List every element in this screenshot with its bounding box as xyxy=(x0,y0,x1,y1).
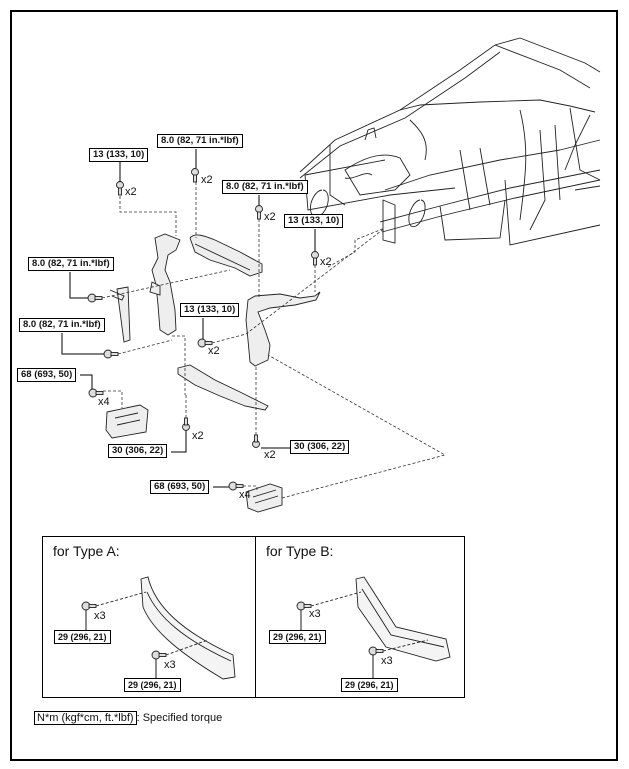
torque-label: 8.0 (82, 71 in.*lbf) xyxy=(19,318,105,332)
torque-label: 30 (306, 22) xyxy=(290,440,350,454)
torque-label: 30 (306, 22) xyxy=(108,444,168,458)
torque-label: 8.0 (82, 71 in.*lbf) xyxy=(157,134,243,148)
quantity-marker: x4 xyxy=(239,489,251,501)
torque-label: 8.0 (82, 71 in.*lbf) xyxy=(28,257,114,271)
upper-radiator-support xyxy=(189,234,263,277)
quantity-marker: x2 xyxy=(264,449,276,461)
quantity-marker: x2 xyxy=(201,174,213,186)
torque-label: 68 (693, 50) xyxy=(17,368,77,382)
quantity-marker: x3 xyxy=(309,608,321,620)
lower-radiator-support xyxy=(177,364,269,411)
torque-label: 68 (693, 50) xyxy=(150,480,210,494)
quantity-marker: x2 xyxy=(192,430,204,442)
torque-label: 13 (133, 10) xyxy=(180,303,240,317)
quantity-marker: x2 xyxy=(320,256,332,268)
quantity-marker: x3 xyxy=(381,655,393,667)
torque-legend: N*m (kgf*cm, ft.*lbf): Specified torque xyxy=(34,711,223,725)
torque-label: 29 (296, 21) xyxy=(54,630,111,644)
hood-lock-support xyxy=(109,286,131,343)
torque-label: 29 (296, 21) xyxy=(341,678,398,692)
left-radiator-support xyxy=(149,233,181,336)
quantity-marker: x3 xyxy=(164,659,176,671)
panel-title: for Type B: xyxy=(266,543,334,559)
right-bumper-absorber xyxy=(245,483,283,513)
quantity-marker: x2 xyxy=(264,211,276,223)
torque-label: 29 (296, 21) xyxy=(124,678,181,692)
type-a-panel: for Type A: x3 x3 29 (296, 21) 29 (296, … xyxy=(42,536,256,698)
type-b-illustration xyxy=(296,576,451,687)
torque-label: 29 (296, 21) xyxy=(269,630,326,644)
torque-label: 13 (133, 10) xyxy=(284,214,344,228)
vehicle-body-frame xyxy=(299,37,601,246)
quantity-marker: x2 xyxy=(208,345,220,357)
diagram-frame xyxy=(10,10,618,761)
panel-title: for Type A: xyxy=(53,543,120,559)
legend-unit-box: N*m (kgf*cm, ft.*lbf) xyxy=(34,711,137,725)
quantity-marker: x2 xyxy=(125,186,137,198)
right-radiator-support xyxy=(245,291,321,367)
quantity-marker: x3 xyxy=(94,610,106,622)
quantity-marker: x4 xyxy=(98,396,110,408)
torque-label: 13 (133, 10) xyxy=(89,148,149,162)
legend-description: : Specified torque xyxy=(136,712,223,724)
type-a-illustration xyxy=(81,576,236,687)
torque-label: 8.0 (82, 71 in.*lbf) xyxy=(222,180,308,194)
left-bumper-absorber xyxy=(105,404,149,439)
type-b-panel: for Type B: x3 x3 29 (296, 21) 29 (296, … xyxy=(255,536,465,698)
